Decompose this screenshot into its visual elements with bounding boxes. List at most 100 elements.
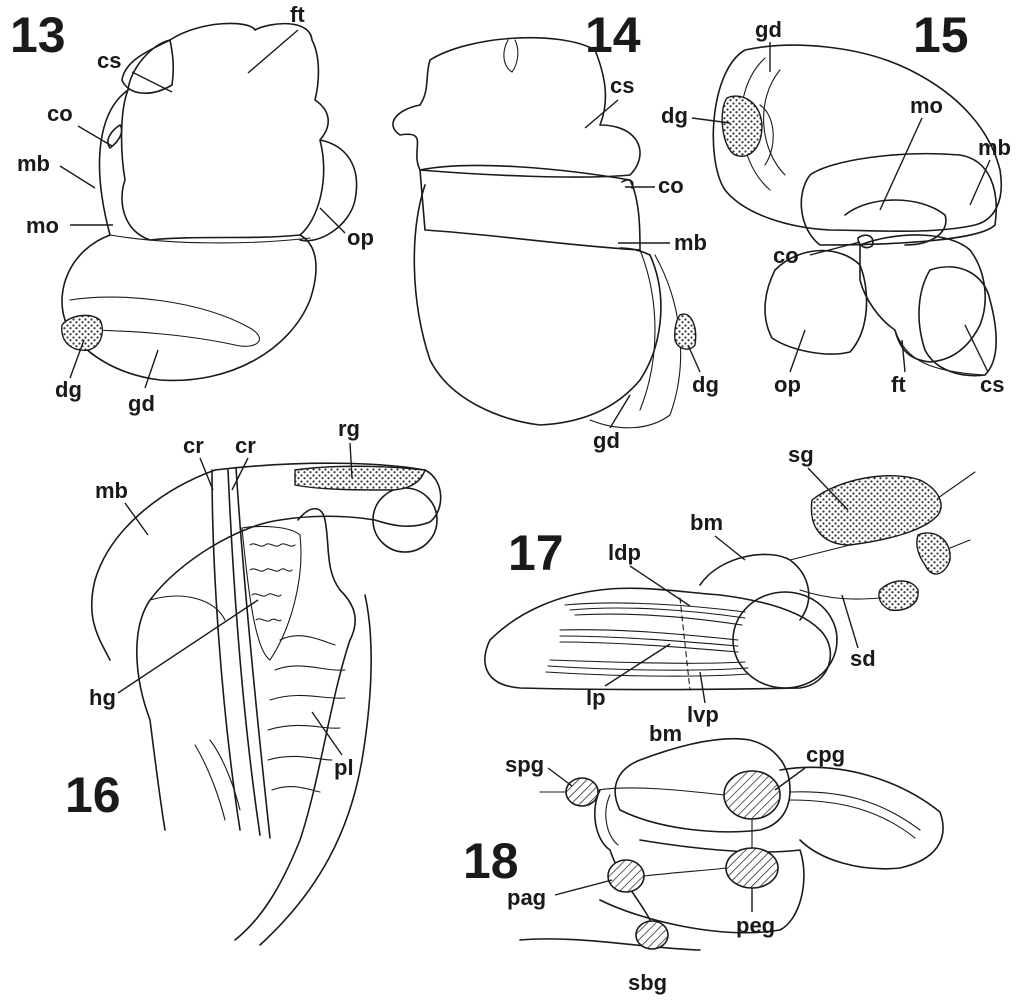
- label-cr2: cr: [235, 433, 256, 458]
- label-co: co: [773, 243, 799, 268]
- figure-16-number: 16: [65, 767, 121, 823]
- digestive-gland-patch: [722, 96, 762, 156]
- leader-cs: [585, 100, 618, 128]
- leader-mb: [970, 160, 990, 205]
- label-spg: spg: [505, 752, 544, 777]
- label-dg: dg: [55, 377, 82, 402]
- buccal-mass-upper: [700, 554, 809, 620]
- subesophageal-ganglion: [636, 921, 668, 949]
- connective-2: [644, 868, 726, 876]
- leader-hg: [118, 600, 258, 693]
- protractor-lp-1: [560, 630, 738, 640]
- figure-18-drawing: [520, 739, 943, 950]
- leader-mb: [60, 166, 95, 188]
- label-pl: pl: [334, 755, 354, 780]
- label-bm: bm: [649, 721, 682, 746]
- label-gd: gd: [593, 428, 620, 453]
- siphon-tube-inner: [260, 595, 371, 945]
- gland-texture-4: [256, 619, 281, 621]
- label-dg: dg: [692, 372, 719, 397]
- protractor-ldp-2: [570, 608, 745, 618]
- ctenidial-rod-1: [212, 470, 240, 830]
- label-peg: peg: [736, 913, 775, 938]
- label-mb: mb: [674, 230, 707, 255]
- label-pag: pag: [507, 885, 546, 910]
- label-lp: lp: [586, 685, 606, 710]
- esophagus-stripe-2: [790, 800, 915, 838]
- connective-1: [598, 788, 724, 795]
- cephalic-shield: [122, 40, 173, 93]
- supraesophageal-ganglion: [566, 778, 598, 806]
- label-gd: gd: [755, 17, 782, 42]
- body-whorl: [414, 185, 661, 425]
- leader-co: [78, 126, 112, 146]
- protractor-lvp-3: [546, 672, 748, 676]
- figure-17: 17 sg bm ldp sd lp lvp: [485, 442, 975, 727]
- label-dg: dg: [661, 103, 688, 128]
- figure-13-drawing: [62, 23, 357, 380]
- gland-texture-3: [252, 594, 281, 596]
- rectal-gland-bulb: [373, 488, 437, 552]
- label-mb: mb: [978, 135, 1011, 160]
- lamella-2: [275, 666, 345, 670]
- leader-mb: [125, 503, 148, 535]
- figure-13-number: 13: [10, 7, 66, 63]
- label-mb: mb: [95, 478, 128, 503]
- label-cr1: cr: [183, 433, 204, 458]
- figure-14-number: 14: [585, 7, 641, 63]
- leader-ft: [248, 30, 298, 73]
- figure-14-drawing: [393, 38, 696, 428]
- gland-texture-1: [250, 544, 295, 546]
- label-bm: bm: [690, 510, 723, 535]
- basal-line: [520, 939, 700, 950]
- label-cpg: cpg: [806, 742, 845, 767]
- protractor-lvp-1: [550, 660, 745, 663]
- mantle-band: [420, 165, 640, 250]
- label-ft: ft: [891, 372, 906, 397]
- leader-ldp: [630, 566, 690, 606]
- salivary-duct-1: [790, 545, 850, 560]
- label-ldp: ldp: [608, 540, 641, 565]
- figure-16: 16 cr cr rg mb hg pl: [65, 416, 441, 945]
- whorl-band-1: [640, 250, 655, 410]
- label-lvp: lvp: [687, 702, 719, 727]
- protractor-ldp-3: [575, 614, 742, 625]
- mouth-lobe: [845, 200, 946, 245]
- label-mo: mo: [26, 213, 59, 238]
- leader-cr2: [232, 458, 248, 490]
- esophagus-stripe-1: [790, 792, 920, 830]
- figure-15-number: 15: [913, 7, 969, 63]
- digestive-gland-patch: [675, 314, 696, 349]
- label-op: op: [347, 225, 374, 250]
- salivary-gland-lower: [879, 581, 918, 610]
- figure-16-drawing: [92, 463, 441, 945]
- siphon-tube: [235, 509, 355, 940]
- leader-lvp: [700, 672, 705, 703]
- label-hg: hg: [89, 685, 116, 710]
- foot-outline: [122, 23, 329, 240]
- mantle-border: [137, 463, 441, 830]
- figure-15: 15 gd dg mo mb co op ft cs: [661, 7, 1011, 397]
- label-cs: cs: [610, 73, 634, 98]
- leader-cs: [132, 72, 172, 92]
- label-cs: cs: [980, 372, 1004, 397]
- protractor-ldp-1: [565, 603, 745, 612]
- leader-gd: [145, 350, 158, 388]
- rectal-gland-area: [295, 466, 425, 490]
- pedal-ganglion: [726, 848, 778, 888]
- whorl-line-2: [764, 70, 785, 175]
- mantle-fold: [150, 596, 225, 620]
- gland-texture-2: [250, 569, 292, 571]
- gland-tail-2: [950, 540, 970, 548]
- label-cs: cs: [97, 48, 121, 73]
- pleural-ganglion: [608, 860, 644, 892]
- figure-18: 18 bm spg cpg pag peg sbg: [463, 721, 943, 995]
- leader-pl: [312, 712, 342, 755]
- leader-mo: [880, 118, 922, 210]
- buccal-mass-bulb: [733, 592, 837, 688]
- salivary-gland-branch: [917, 533, 950, 574]
- label-mo: mo: [910, 93, 943, 118]
- label-rg: rg: [338, 416, 360, 441]
